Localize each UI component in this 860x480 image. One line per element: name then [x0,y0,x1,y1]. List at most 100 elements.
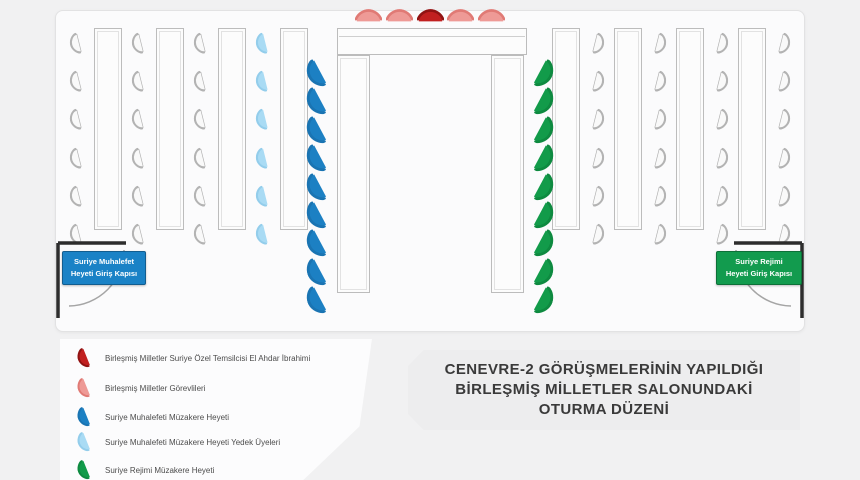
seat-opposition-reserve [250,107,275,132]
side-table-left-3 [218,28,246,230]
seat-icon [71,429,97,455]
seat-regime [524,139,563,178]
seat-opposition-reserve [250,184,275,209]
seat-regime [524,253,563,292]
entrance-label-opposition: Suriye Muhalefet Heyeti Giriş Kapısı [62,251,146,285]
side-table-left-1 [94,28,122,230]
seat-regime [524,82,563,121]
seat-un-staff [355,4,382,31]
seat-observer [188,222,213,247]
seat-opposition-reserve [250,222,275,247]
legend-item-label: Birleşmiş Milletler Görevlileri [105,383,206,393]
entrance-label-line: Heyeti Giriş Kapısı [70,269,138,278]
seat-un-envoy [416,4,444,31]
seat-observer [585,31,610,56]
seat-opposition [297,54,336,93]
seat-observer [585,107,610,132]
seat-icon [71,345,97,371]
seat-observer [709,184,734,209]
seat-observer [64,145,89,170]
seat-observer [126,222,151,247]
title-line: OTURMA DÜZENİ [538,401,670,418]
seat-regime [524,167,563,206]
seat-observer [585,222,610,247]
seat-observer [647,145,672,170]
side-table-right-2 [676,28,704,230]
seat-observer [709,69,734,94]
seat-icon [71,375,97,401]
seat-observer [709,222,734,247]
legend-item-label: Suriye Muhalefeti Müzakere Heyeti Yedek … [105,437,281,447]
title-panel: CENEVRE-2 GÖRÜŞMELERİNİN YAPILDIĞI BİRLE… [408,350,800,430]
seat-observer [647,184,672,209]
seat-observer [709,145,734,170]
seat-regime [524,196,563,235]
seat-icon [71,457,97,480]
seat-opposition [297,281,336,320]
seat-opposition-reserve [250,145,275,170]
seat-opposition [297,111,336,150]
seat-observer [188,145,213,170]
delegation-table-right [491,55,524,293]
legend-item-label: Suriye Rejimi Müzakere Heyeti [105,465,215,475]
seat-observer [126,31,151,56]
seat-observer [126,107,151,132]
seat-regime [524,224,563,263]
side-table-right-1 [738,28,766,230]
seat-opposition-reserve [250,69,275,94]
side-table-left-2 [156,28,184,230]
head-table [337,28,527,55]
seat-un-staff [385,4,413,31]
seat-opposition [297,82,336,121]
seat-opposition [297,224,336,263]
legend-item: Suriye Muhalefeti Müzakere Heyeti [60,405,366,429]
legend-item: Birleşmiş Milletler Görevlileri [60,376,366,400]
seat-observer [64,107,89,132]
delegation-table-left [337,55,370,293]
legend-item: Suriye Rejimi Müzakere Heyeti [60,458,366,480]
seat-regime [524,281,563,320]
seat-un-staff [447,4,475,31]
seat-observer [647,222,672,247]
entrance-label-line: Suriye Muhalefet [73,257,134,267]
seat-observer [771,107,796,132]
seat-observer [585,145,610,170]
legend-item-label: Suriye Muhalefeti Müzakere Heyeti [105,412,230,422]
entrance-label-line: Suriye Rejimi [735,257,783,267]
seat-observer [647,107,672,132]
side-table-right-3 [614,28,642,230]
seat-observer [188,69,213,94]
legend-item-label: Birleşmiş Milletler Suriye Özel Temsilci… [105,353,311,363]
seat-observer [188,184,213,209]
seat-observer [647,31,672,56]
seat-observer [64,184,89,209]
seat-observer [64,31,89,56]
seat-regime [524,54,563,93]
seat-opposition [297,167,336,206]
seat-opposition [297,196,336,235]
side-table-left-4 [280,28,308,230]
legend-item: Birleşmiş Milletler Suriye Özel Temsilci… [60,346,366,370]
title-line: CENEVRE-2 GÖRÜŞMELERİNİN YAPILDIĞI [444,361,764,378]
seat-observer [647,69,672,94]
seat-observer [188,31,213,56]
legend-item: Suriye Muhalefeti Müzakere Heyeti Yedek … [60,430,366,454]
seat-observer [64,69,89,94]
seat-icon [71,404,97,430]
seat-opposition [297,253,336,292]
seat-observer [126,184,151,209]
seat-observer [585,184,610,209]
seat-observer [709,107,734,132]
seat-observer [771,69,796,94]
seat-observer [709,31,734,56]
title-line: BİRLEŞMİŞ MİLLETLER SALONUNDAKİ [455,381,753,398]
seat-observer [771,184,796,209]
entrance-label-regime: Suriye Rejimi Heyeti Giriş Kapısı [716,251,802,285]
seat-observer [126,69,151,94]
seat-observer [771,31,796,56]
seat-opposition-reserve [250,31,275,56]
seat-observer [188,107,213,132]
seat-observer [126,145,151,170]
